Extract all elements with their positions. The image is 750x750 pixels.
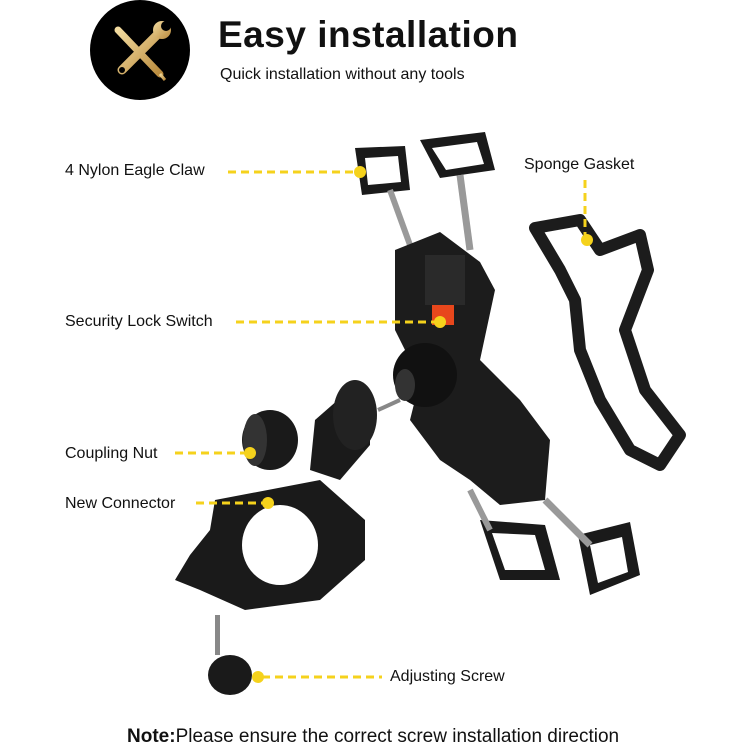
sponge-gasket (529, 214, 686, 471)
wrench-screwdriver-icon (90, 0, 190, 100)
eagle-claws (355, 132, 640, 595)
note-text: Please ensure the correct screw installa… (175, 726, 620, 747)
callout-eagle-claw: 4 Nylon Eagle Claw (65, 162, 205, 179)
connector-parts (175, 380, 377, 695)
installation-note: Note:Please ensure the correct screw ins… (127, 726, 619, 748)
callout-lines (175, 170, 587, 679)
holder-body (377, 232, 550, 505)
callout-new-connector: New Connector (65, 495, 176, 512)
callout-security-lock: Security Lock Switch (65, 313, 213, 330)
callout-sponge-gasket: Sponge Gasket (524, 156, 635, 173)
note-prefix: Note: (127, 726, 176, 747)
page-subtitle: Quick installation without any tools (220, 66, 465, 83)
callout-adjusting-screw: Adjusting Screw (390, 668, 505, 685)
page-title: Easy installation (218, 14, 519, 55)
callout-dots (244, 166, 593, 683)
callout-coupling-nut: Coupling Nut (65, 445, 158, 462)
